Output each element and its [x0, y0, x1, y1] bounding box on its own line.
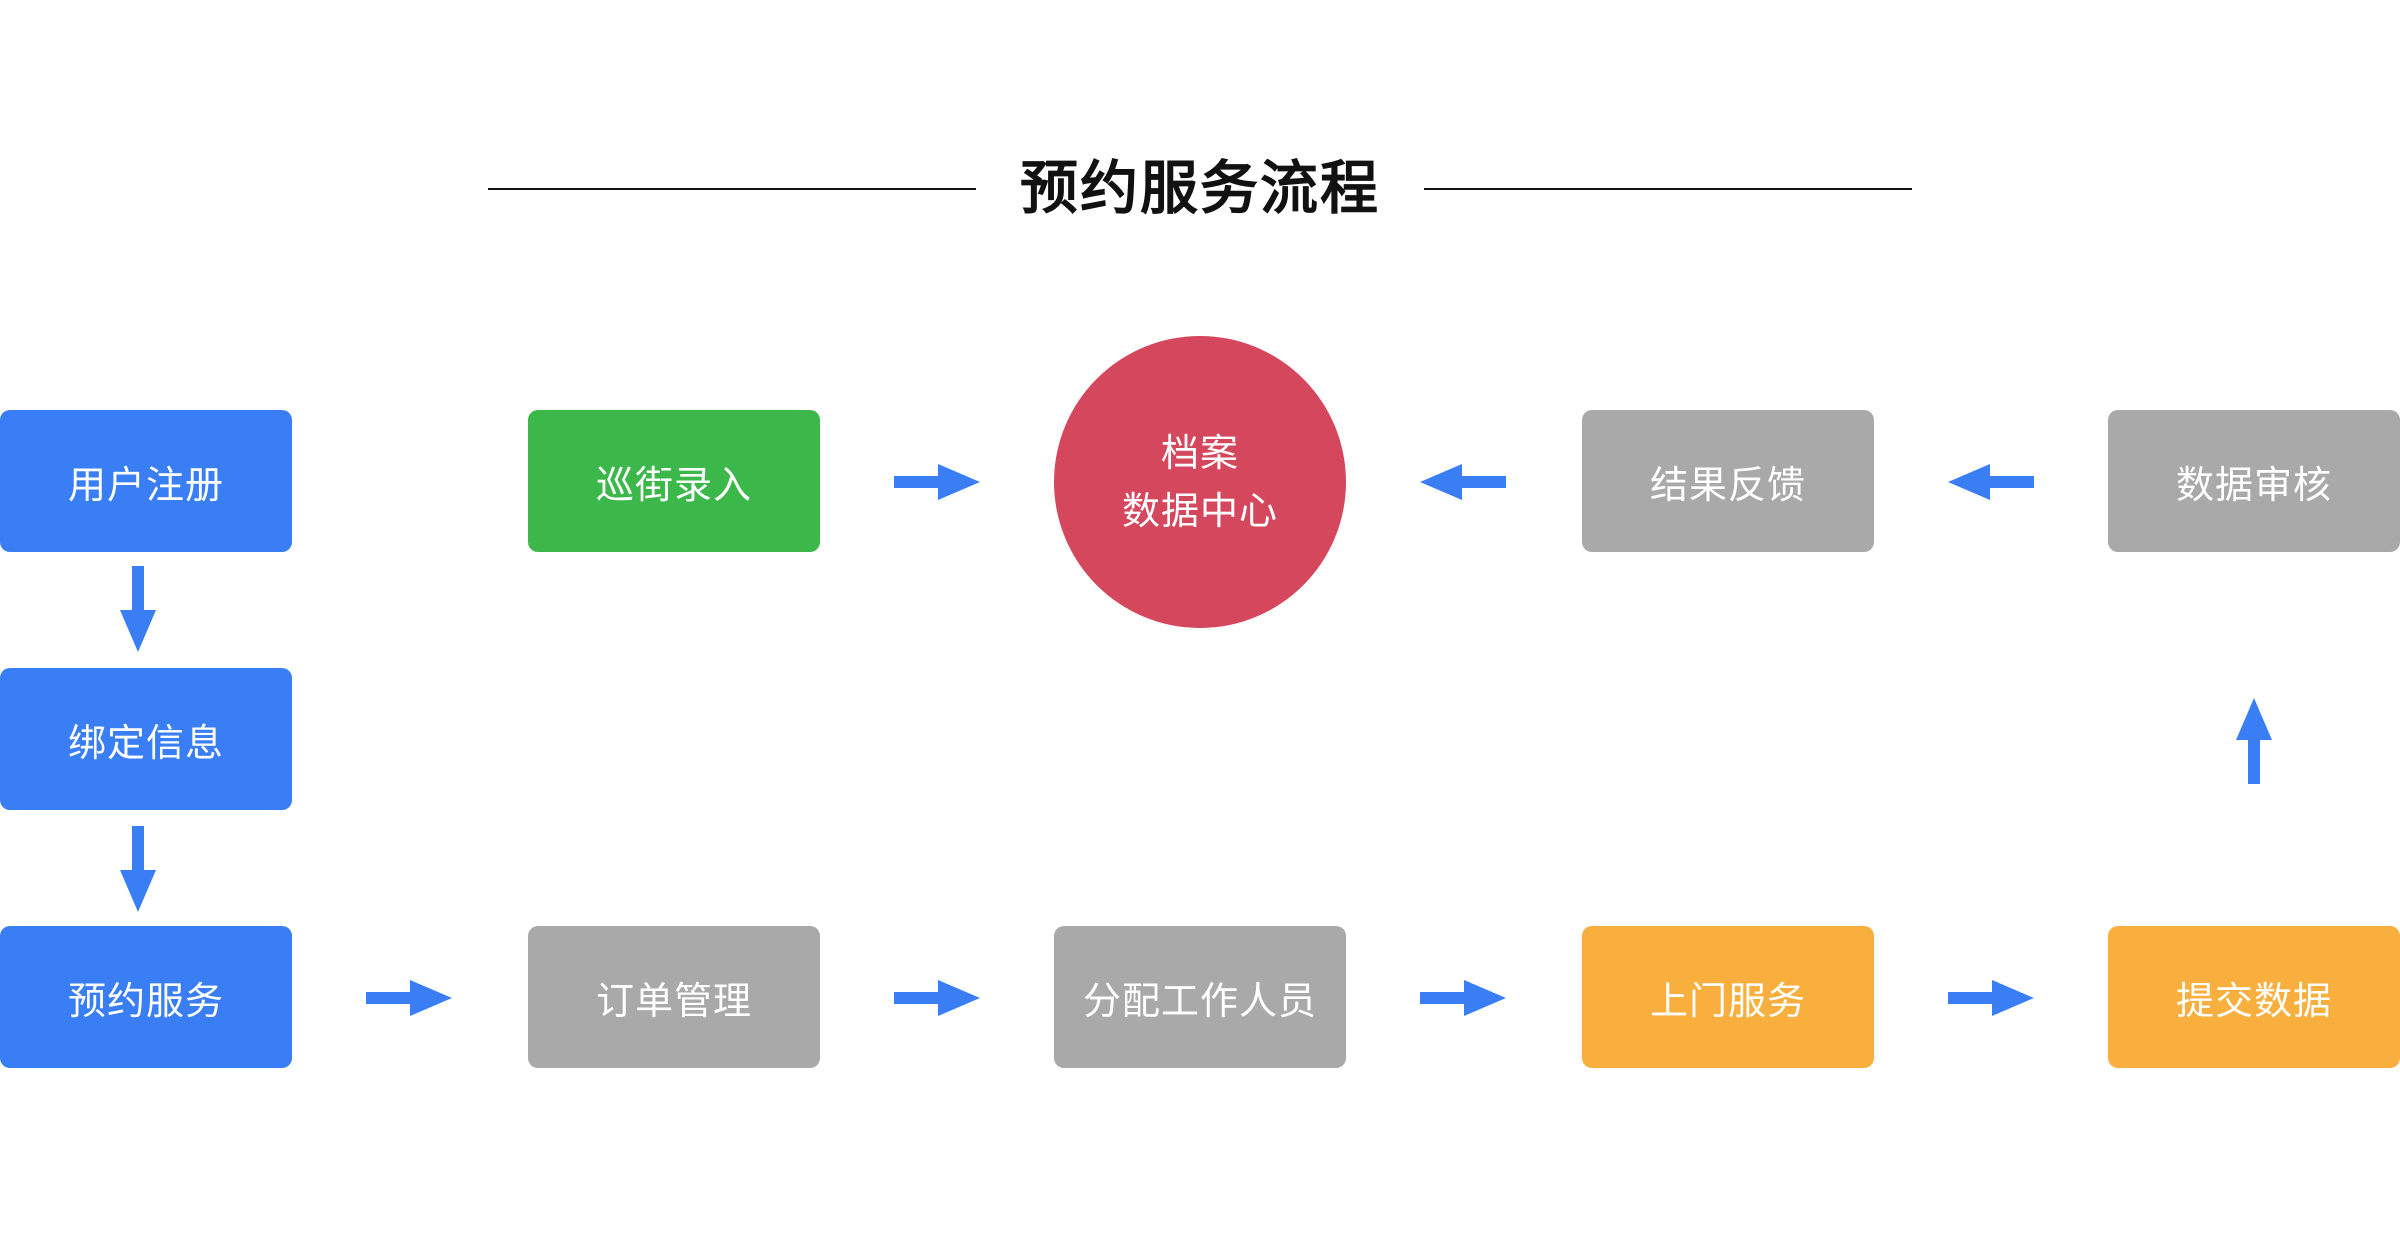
node-patrol-entry[interactable]: 巡街录入 [528, 410, 820, 552]
arrow-right-icon [1948, 980, 2034, 1016]
page-title: 预约服务流程 [1019, 154, 1380, 222]
node-submit-data[interactable]: 提交数据 [2108, 926, 2400, 1068]
arrow-right-icon [894, 980, 980, 1016]
node-onsite-service[interactable]: 上门服务 [1582, 926, 1874, 1068]
arrow-right-icon [894, 464, 980, 500]
node-assign-staff[interactable]: 分配工作人员 [1054, 926, 1346, 1068]
data-center-label-line1: 档案 [1160, 431, 1239, 475]
arrow-down-icon [120, 566, 156, 652]
arrow-left-icon [1420, 464, 1506, 500]
title-line-left [488, 188, 976, 190]
node-data-review[interactable]: 数据审核 [2108, 410, 2400, 552]
data-center-label-line2: 数据中心 [1121, 489, 1278, 533]
arrow-left-icon [1948, 464, 2034, 500]
arrow-down-icon [120, 826, 156, 912]
node-data-center[interactable]: 档案 数据中心 [1054, 336, 1346, 628]
arrow-up-icon [2236, 698, 2272, 784]
arrow-right-icon [1420, 980, 1506, 1016]
node-book-service[interactable]: 预约服务 [0, 926, 292, 1068]
title-line-right [1424, 188, 1912, 190]
node-order-management[interactable]: 订单管理 [528, 926, 820, 1068]
node-result-feedback[interactable]: 结果反馈 [1582, 410, 1874, 552]
arrow-right-icon [366, 980, 452, 1016]
node-user-register[interactable]: 用户注册 [0, 410, 292, 552]
node-bind-info[interactable]: 绑定信息 [0, 668, 292, 810]
